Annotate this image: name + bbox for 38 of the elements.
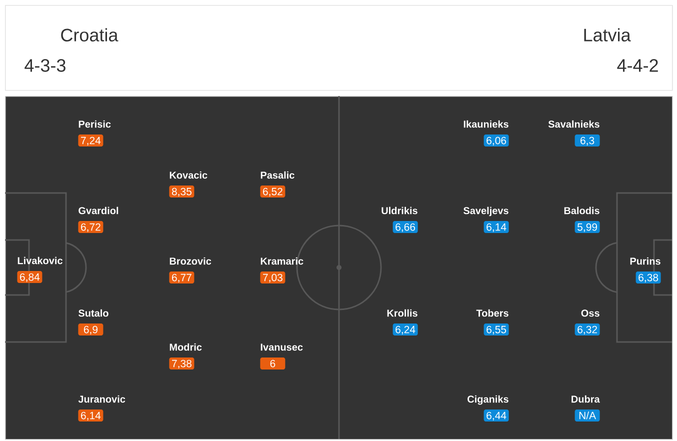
team-name: Latvia bbox=[584, 28, 631, 42]
player-name: Kramaric bbox=[260, 257, 304, 265]
rating-badge: 7,24 bbox=[78, 134, 104, 146]
player-name: Juranovic bbox=[78, 395, 126, 403]
formation: 4-3-3 bbox=[24, 59, 66, 72]
player-name: Uldrikis bbox=[382, 206, 418, 214]
player-name: Oss bbox=[581, 310, 600, 317]
player-name: Ivanusec bbox=[260, 344, 303, 351]
rating-badge: 6,72 bbox=[78, 221, 104, 233]
rating-badge: 6 bbox=[260, 358, 286, 370]
player-name: Tobers bbox=[476, 309, 508, 317]
team-name: Croatia bbox=[61, 28, 118, 42]
player-name: Sutalo bbox=[78, 309, 108, 317]
player-name: Purins bbox=[630, 257, 660, 265]
rating-badge: 7,03 bbox=[260, 272, 286, 284]
player-name: Perisic bbox=[78, 120, 111, 128]
player-name: Livakovic bbox=[18, 256, 62, 264]
player-name: Ikaunieks bbox=[464, 120, 508, 128]
rating-badge: 7,38 bbox=[169, 358, 194, 370]
rating-badge: 6,77 bbox=[169, 272, 194, 284]
player-name: Ciganiks bbox=[468, 395, 508, 405]
player-name: Pasalic bbox=[260, 171, 294, 179]
rating-badge: 6,84 bbox=[17, 271, 42, 283]
rating-badge: 6,14 bbox=[78, 410, 104, 422]
formation: 4-4-2 bbox=[617, 59, 658, 72]
rating-badge: 8,35 bbox=[169, 186, 194, 198]
pitch bbox=[5, 96, 673, 440]
player-name: Gvardiol bbox=[78, 206, 118, 214]
player-name: Saveljevs bbox=[464, 206, 508, 216]
rating-badge: 6,52 bbox=[260, 186, 286, 198]
player-name: Brozovic bbox=[170, 257, 212, 265]
player-name: Modric bbox=[170, 343, 202, 351]
player-name: Dubra bbox=[572, 395, 600, 403]
player-name: Krollis bbox=[387, 309, 418, 317]
player-name: Kovacic bbox=[170, 171, 208, 179]
rating-badge: 6,9 bbox=[78, 324, 104, 336]
player-name: Balodis bbox=[564, 206, 600, 214]
player-name: Savalnieks bbox=[548, 120, 600, 128]
